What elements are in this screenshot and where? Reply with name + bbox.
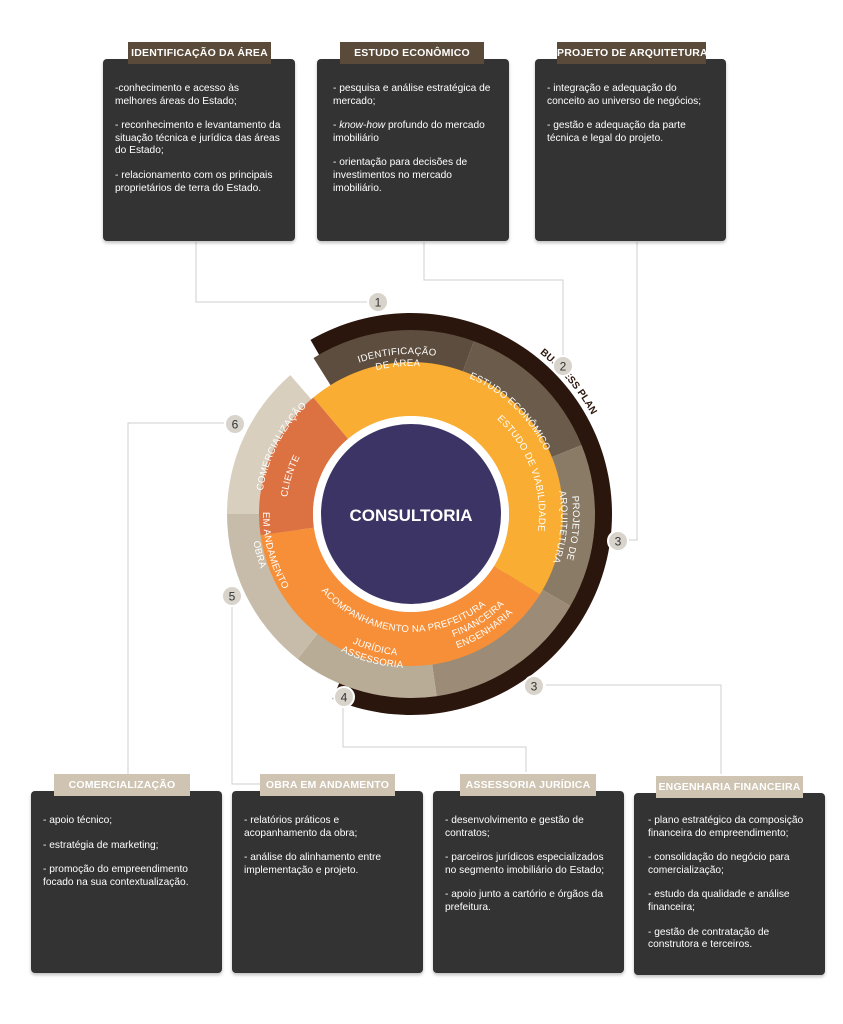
connector-assessoria — [342, 707, 527, 772]
tag-projeto: PROJETO DE ARQUITETURA — [557, 42, 708, 64]
segment-estudo-viabilidade — [313, 362, 563, 595]
step-badge-3b: 3 — [523, 675, 545, 697]
tag-comercializacao: COMERCIALIZAÇÃO — [54, 774, 190, 796]
step-badge-1: 1 — [367, 291, 389, 313]
tag-assessoria: ASSESSORIA JURÍDICA — [460, 774, 596, 796]
card-item: - plano estratégico da composição financ… — [648, 815, 804, 839]
svg-text:3: 3 — [615, 535, 622, 549]
svg-text:5: 5 — [229, 590, 236, 604]
connector-obra — [231, 596, 260, 785]
card-identificacao: -conhecimento e acesso às melhores áreas… — [103, 59, 295, 241]
step-badge-5: 5 — [221, 585, 243, 607]
tag-estudo: ESTUDO ECONÔMICO — [340, 42, 484, 64]
step-badge-2: 2 — [552, 355, 574, 377]
card-item: - desenvolvimento e gestão de contratos; — [445, 815, 584, 839]
card-item: - relatórios práticos e acopanhamento da… — [244, 815, 358, 839]
segment-acompanhamento-prefeitura — [260, 527, 540, 666]
card-item: - know-how profundo do mercado imobiliár… — [333, 120, 485, 144]
card-assessoria: - desenvolvimento e gestão de contratos;… — [433, 791, 624, 973]
card-item: - orientação para decisões de investimen… — [333, 157, 468, 194]
card-engenharia: - plano estratégico da composição financ… — [634, 793, 825, 975]
step-badge-4: 4 — [333, 686, 355, 708]
card-item: - gestão e adequação da parte técnica e … — [547, 120, 686, 144]
card-item: - gestão de contratação de construtora e… — [648, 926, 770, 951]
tag-engenharia: ENGENHARIA FINANCEIRA — [656, 776, 803, 798]
card-item: - estudo da qualidade e análise financei… — [648, 889, 790, 913]
card-item: - parceiros jurídicos especializados no … — [445, 852, 605, 876]
segment-cliente — [259, 397, 349, 536]
card-item: - análise do alinhamento entre implement… — [244, 852, 382, 876]
connector-engenharia — [546, 684, 722, 774]
card-item: - apoio técnico; — [43, 815, 113, 826]
connector-projeto — [626, 242, 638, 541]
connector-identificacao — [195, 242, 368, 303]
card-projeto: - integração e adequação do conceito ao … — [535, 59, 726, 241]
connector-lines — [127, 242, 722, 785]
card-item: - estratégia de marketing; — [43, 839, 159, 851]
center-label: CONSULTORIA — [349, 506, 472, 525]
card-item: -conhecimento e acesso às melhores áreas… — [115, 83, 240, 107]
svg-text:3: 3 — [531, 680, 538, 694]
connector-estudo — [423, 242, 564, 358]
card-item: - relacionamento com os principais propr… — [115, 169, 273, 194]
step-badges: 1 2 3 3 4 5 6 — [221, 291, 629, 708]
tag-identificacao: IDENTIFICAÇÃO DA ÁREA — [128, 42, 271, 64]
svg-text:4: 4 — [341, 691, 348, 705]
card-item: - consolidação do negócio para comercial… — [648, 852, 790, 876]
step-badge-6: 6 — [224, 413, 246, 435]
card-item: - integração e adequação do conceito ao … — [547, 83, 702, 107]
card-item: - apoio junto a cartório e órgãos da pre… — [445, 889, 604, 913]
connector-comercializacao — [127, 422, 224, 774]
ring-segments — [227, 313, 612, 715]
card-comercializacao: - apoio técnico; - estratégia de marketi… — [31, 791, 222, 973]
svg-text:1: 1 — [375, 296, 382, 310]
card-estudo: - pesquisa e análise estratégica de merc… — [317, 59, 509, 241]
svg-text:6: 6 — [232, 418, 239, 432]
card-item: - reconhecimento e levantamento da situa… — [115, 120, 281, 157]
svg-text:2: 2 — [560, 360, 567, 374]
card-item: - promoção do empreendimento focado na s… — [43, 864, 189, 888]
card-item: - pesquisa e análise estratégica de merc… — [333, 83, 491, 107]
step-badge-3a: 3 — [607, 530, 629, 552]
center-circle — [321, 424, 501, 604]
card-obra: - relatórios práticos e acopanhamento da… — [232, 791, 423, 973]
tag-obra: OBRA EM ANDAMENTO — [260, 774, 395, 796]
